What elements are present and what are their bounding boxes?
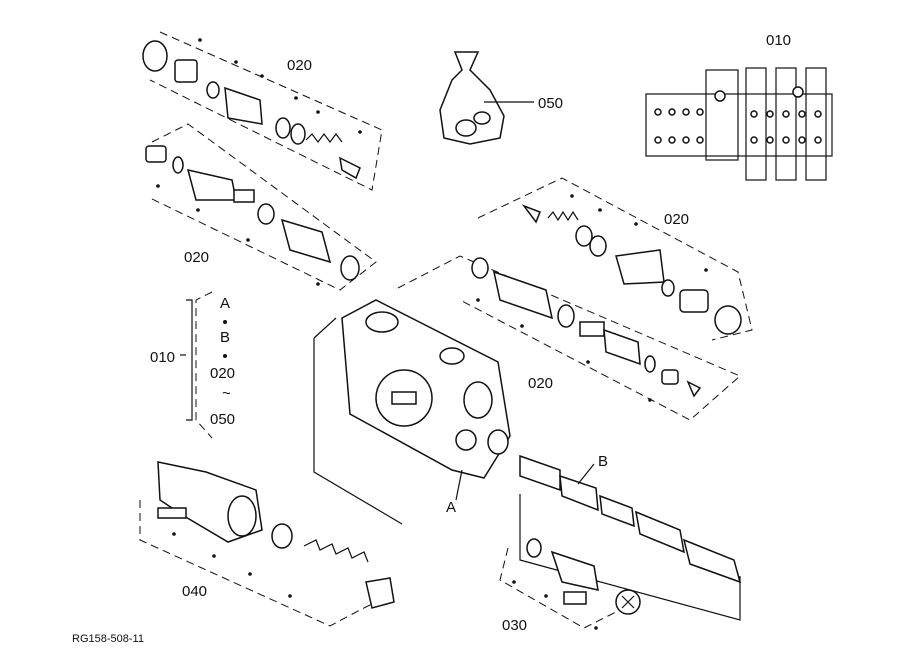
- label-010-top-right: 010: [766, 32, 791, 49]
- legend-010: A B 020 ~ 050 010: [150, 291, 235, 439]
- group-020-left-mid: 020: [145, 123, 377, 291]
- label-b-spool: B: [598, 453, 608, 470]
- group-030-bottom-right: 030: [499, 538, 641, 634]
- legend-b: B: [220, 329, 230, 346]
- group-020-top-left: 020: [142, 31, 383, 191]
- label-020-right-top: 020: [664, 211, 689, 228]
- label-020-right-mid: 020: [528, 375, 553, 392]
- label-020-left-mid: 020: [184, 249, 209, 266]
- label-030: 030: [502, 617, 527, 634]
- label-010-main: 010: [150, 349, 175, 366]
- label-020-top-left: 020: [287, 57, 312, 74]
- main-valve-assembly-ref: 010: [645, 32, 833, 181]
- legend-tilde: ~: [222, 385, 231, 402]
- group-040-bottom-left: 040: [139, 461, 395, 627]
- legend-050: 050: [210, 411, 235, 428]
- label-050-bag: 050: [538, 95, 563, 112]
- valve-body: A: [313, 299, 511, 525]
- diagram-code: RG158-508-11: [72, 633, 144, 645]
- spool-b: B: [519, 453, 742, 621]
- bag-050: 050: [439, 51, 563, 145]
- label-040: 040: [182, 583, 207, 600]
- legend-020: 020: [210, 365, 235, 382]
- group-020-right-top: 020: [477, 177, 753, 341]
- legend-a: A: [220, 295, 230, 312]
- group-020-right-mid: 020: [397, 255, 741, 421]
- label-a-valve: A: [446, 499, 456, 516]
